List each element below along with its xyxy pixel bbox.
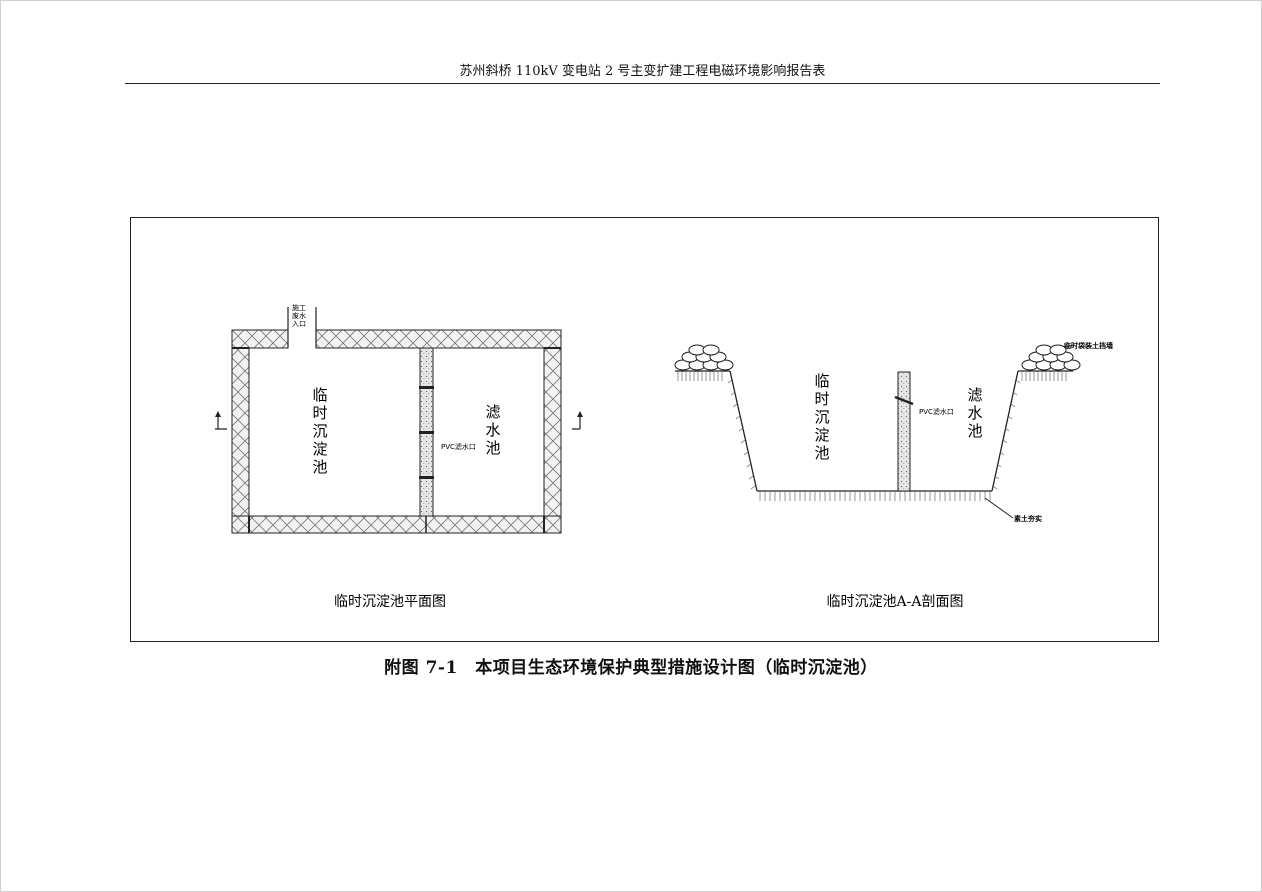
plan-left-pool-char: 池	[312, 458, 327, 476]
sandbags-right	[1021, 344, 1081, 371]
plan-pvc-pipe	[419, 386, 434, 389]
plan-filter-label: PVC滤水口	[441, 442, 476, 451]
base-label: 素土夯实	[1014, 514, 1042, 523]
plan-wall-right	[543, 347, 562, 517]
section-slope-left	[729, 370, 758, 492]
plan-left-pool-char: 时	[312, 404, 327, 422]
inlet-label-3: 入口	[292, 320, 306, 328]
figure-caption: 附图 7-1 本项目生态环境保护典型措施设计图（临时沉淀池）	[384, 658, 878, 678]
sandbags-left	[674, 344, 734, 371]
plan-wall-top-left	[231, 329, 289, 349]
plan-view: 施工 废水 入口 临 时 沉 淀 池 滤 水 池 PVC滤水口 临时沉淀池平面图	[215, 303, 583, 610]
plan-pvc-pipe	[419, 476, 434, 479]
section-left-pool-char: 临	[814, 372, 829, 390]
section-right-pool-char: 池	[967, 422, 982, 440]
section-view: PVC滤水口 临时袋装土挡墙 素土夯实	[674, 341, 1113, 610]
inlet-label-1: 施工	[292, 303, 306, 312]
section-pvc-pipe	[894, 395, 914, 406]
section-slope-right	[991, 370, 1019, 492]
plan-left-pool-char: 临	[312, 386, 327, 404]
section-title: 临时沉淀池A-A剖面图	[827, 594, 964, 610]
section-partition-wall	[897, 371, 911, 492]
plan-wall-bottom	[231, 515, 562, 534]
plan-left-pool-char: 沉	[312, 422, 327, 440]
section-left-pool-char: 时	[814, 390, 829, 408]
plan-right-pool-char: 滤	[485, 403, 500, 421]
plan-wall-left	[231, 347, 250, 517]
plan-wall-top-right	[315, 329, 562, 349]
section-right-pool-char: 滤	[967, 386, 982, 404]
plan-left-pool-char: 淀	[312, 440, 327, 458]
section-left-pool-char: 池	[814, 444, 829, 462]
section-filter-label: PVC滤水口	[919, 407, 954, 416]
section-left-pool-char: 沉	[814, 408, 829, 426]
page-header: 苏州斜桥 110kV 变电站 2 号主变扩建工程电磁环境影响报告表	[125, 63, 1160, 84]
sandbags-label: 临时袋装土挡墙	[1064, 341, 1113, 350]
figure-frame	[130, 217, 1159, 642]
plan-right-pool-char: 池	[485, 439, 500, 457]
plan-right-pool-char: 水	[485, 421, 500, 439]
plan-pvc-pipe	[419, 431, 434, 434]
plan-title: 临时沉淀池平面图	[334, 594, 446, 610]
section-left-pool-char: 淀	[814, 426, 829, 444]
inlet-label-2: 废水	[292, 311, 306, 320]
section-right-pool-char: 水	[967, 404, 982, 422]
